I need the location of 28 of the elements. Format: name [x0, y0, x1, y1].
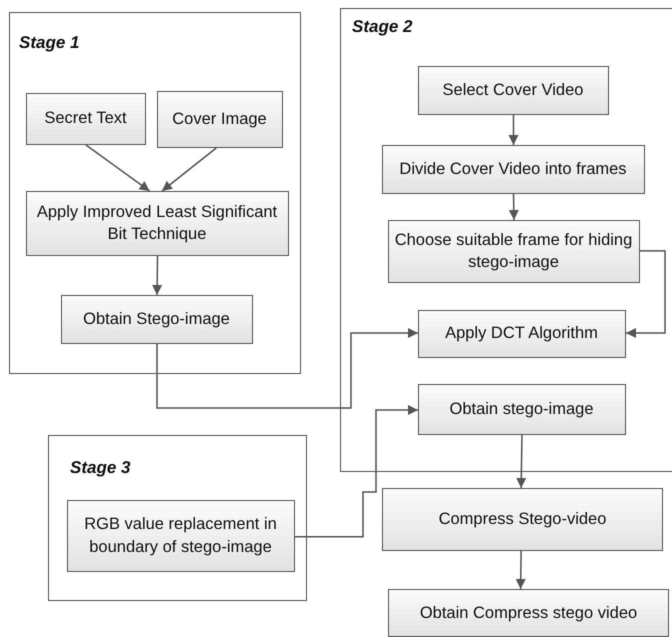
process-box: RGB value replacement in boundary of stego-image: [66, 500, 294, 572]
stage-heading: Stage 3: [70, 458, 130, 478]
process-box: Apply Improved Least Significant Bit Technique: [26, 190, 288, 256]
arrow: [86, 144, 150, 192]
process-box: Choose suitable frame for hiding stego-image: [388, 220, 640, 282]
arrow: [516, 434, 526, 488]
arrow: [508, 194, 519, 220]
stage-panel: [9, 12, 301, 374]
arrow: [152, 256, 162, 296]
arrow: [516, 550, 526, 590]
arrow: [626, 250, 666, 338]
stage-panel: [48, 435, 307, 601]
arrow: [295, 405, 418, 538]
process-box: Cover Image: [156, 90, 282, 148]
stage-panel: [340, 8, 672, 472]
process-box: Divide Cover Video into frames: [382, 144, 644, 194]
process-box: Obtain stego-image: [418, 384, 626, 434]
process-box: Select Cover Video: [418, 66, 608, 114]
process-box: Obtain Compress stego video: [388, 589, 669, 637]
stage-heading: Stage 1: [19, 33, 80, 53]
stage-heading: Stage 2: [352, 17, 412, 37]
arrow: [156, 328, 418, 409]
arrow: [508, 115, 518, 145]
process-box: Obtain Stego-image: [60, 294, 252, 344]
process-box: Apply DCT Algorithm: [418, 310, 626, 358]
process-box: Secret Text: [26, 92, 146, 144]
process-box: Compress Stego-video: [382, 488, 663, 551]
arrow: [162, 147, 217, 192]
